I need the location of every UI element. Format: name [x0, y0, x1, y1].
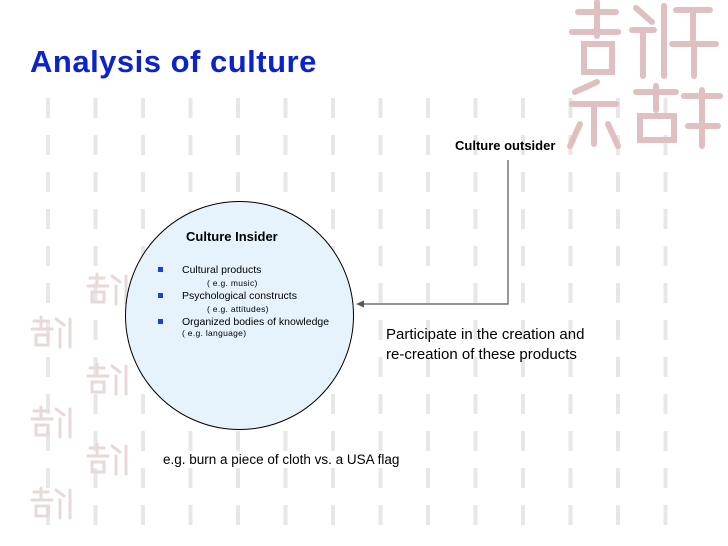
square-bullet-icon: [158, 319, 163, 324]
list-item-label: Organized bodies of knowledge: [182, 316, 330, 328]
list-item: Psychological constructs ( e.g. attitude…: [158, 290, 329, 316]
list-item: Organized bodies of knowledge ( e.g. lan…: [158, 316, 329, 338]
culture-insider-title: Culture Insider: [186, 229, 278, 244]
participate-line: re-creation of these products: [386, 346, 577, 363]
insider-list: Cultural products ( e.g. music) Psycholo…: [158, 264, 329, 338]
participate-line: Participate in the creation and: [386, 326, 585, 343]
list-item-label: Cultural products: [182, 264, 262, 276]
page-title: Analysis of culture: [30, 44, 317, 79]
arrowhead-icon: [356, 300, 364, 308]
connector-line: [362, 160, 509, 305]
example-text: e.g. burn a piece of cloth vs. a USA fla…: [163, 452, 400, 467]
chinese-seal-watermark: [567, 0, 723, 149]
culture-insider-circle: [125, 201, 354, 430]
list-item-label: Psychological constructs: [182, 290, 297, 302]
square-bullet-icon: [158, 267, 163, 272]
list-item: Cultural products ( e.g. music): [158, 264, 329, 290]
culture-outsider-label: Culture outsider: [455, 138, 556, 153]
list-item-example: ( e.g. attitudes): [207, 304, 269, 314]
list-item-example: ( e.g. language): [182, 328, 247, 338]
small-seal-watermarks: [30, 272, 128, 520]
participate-text: Participate in the creation and re-creat…: [386, 325, 584, 365]
square-bullet-icon: [158, 293, 163, 298]
list-item-example: ( e.g. music): [207, 278, 258, 288]
